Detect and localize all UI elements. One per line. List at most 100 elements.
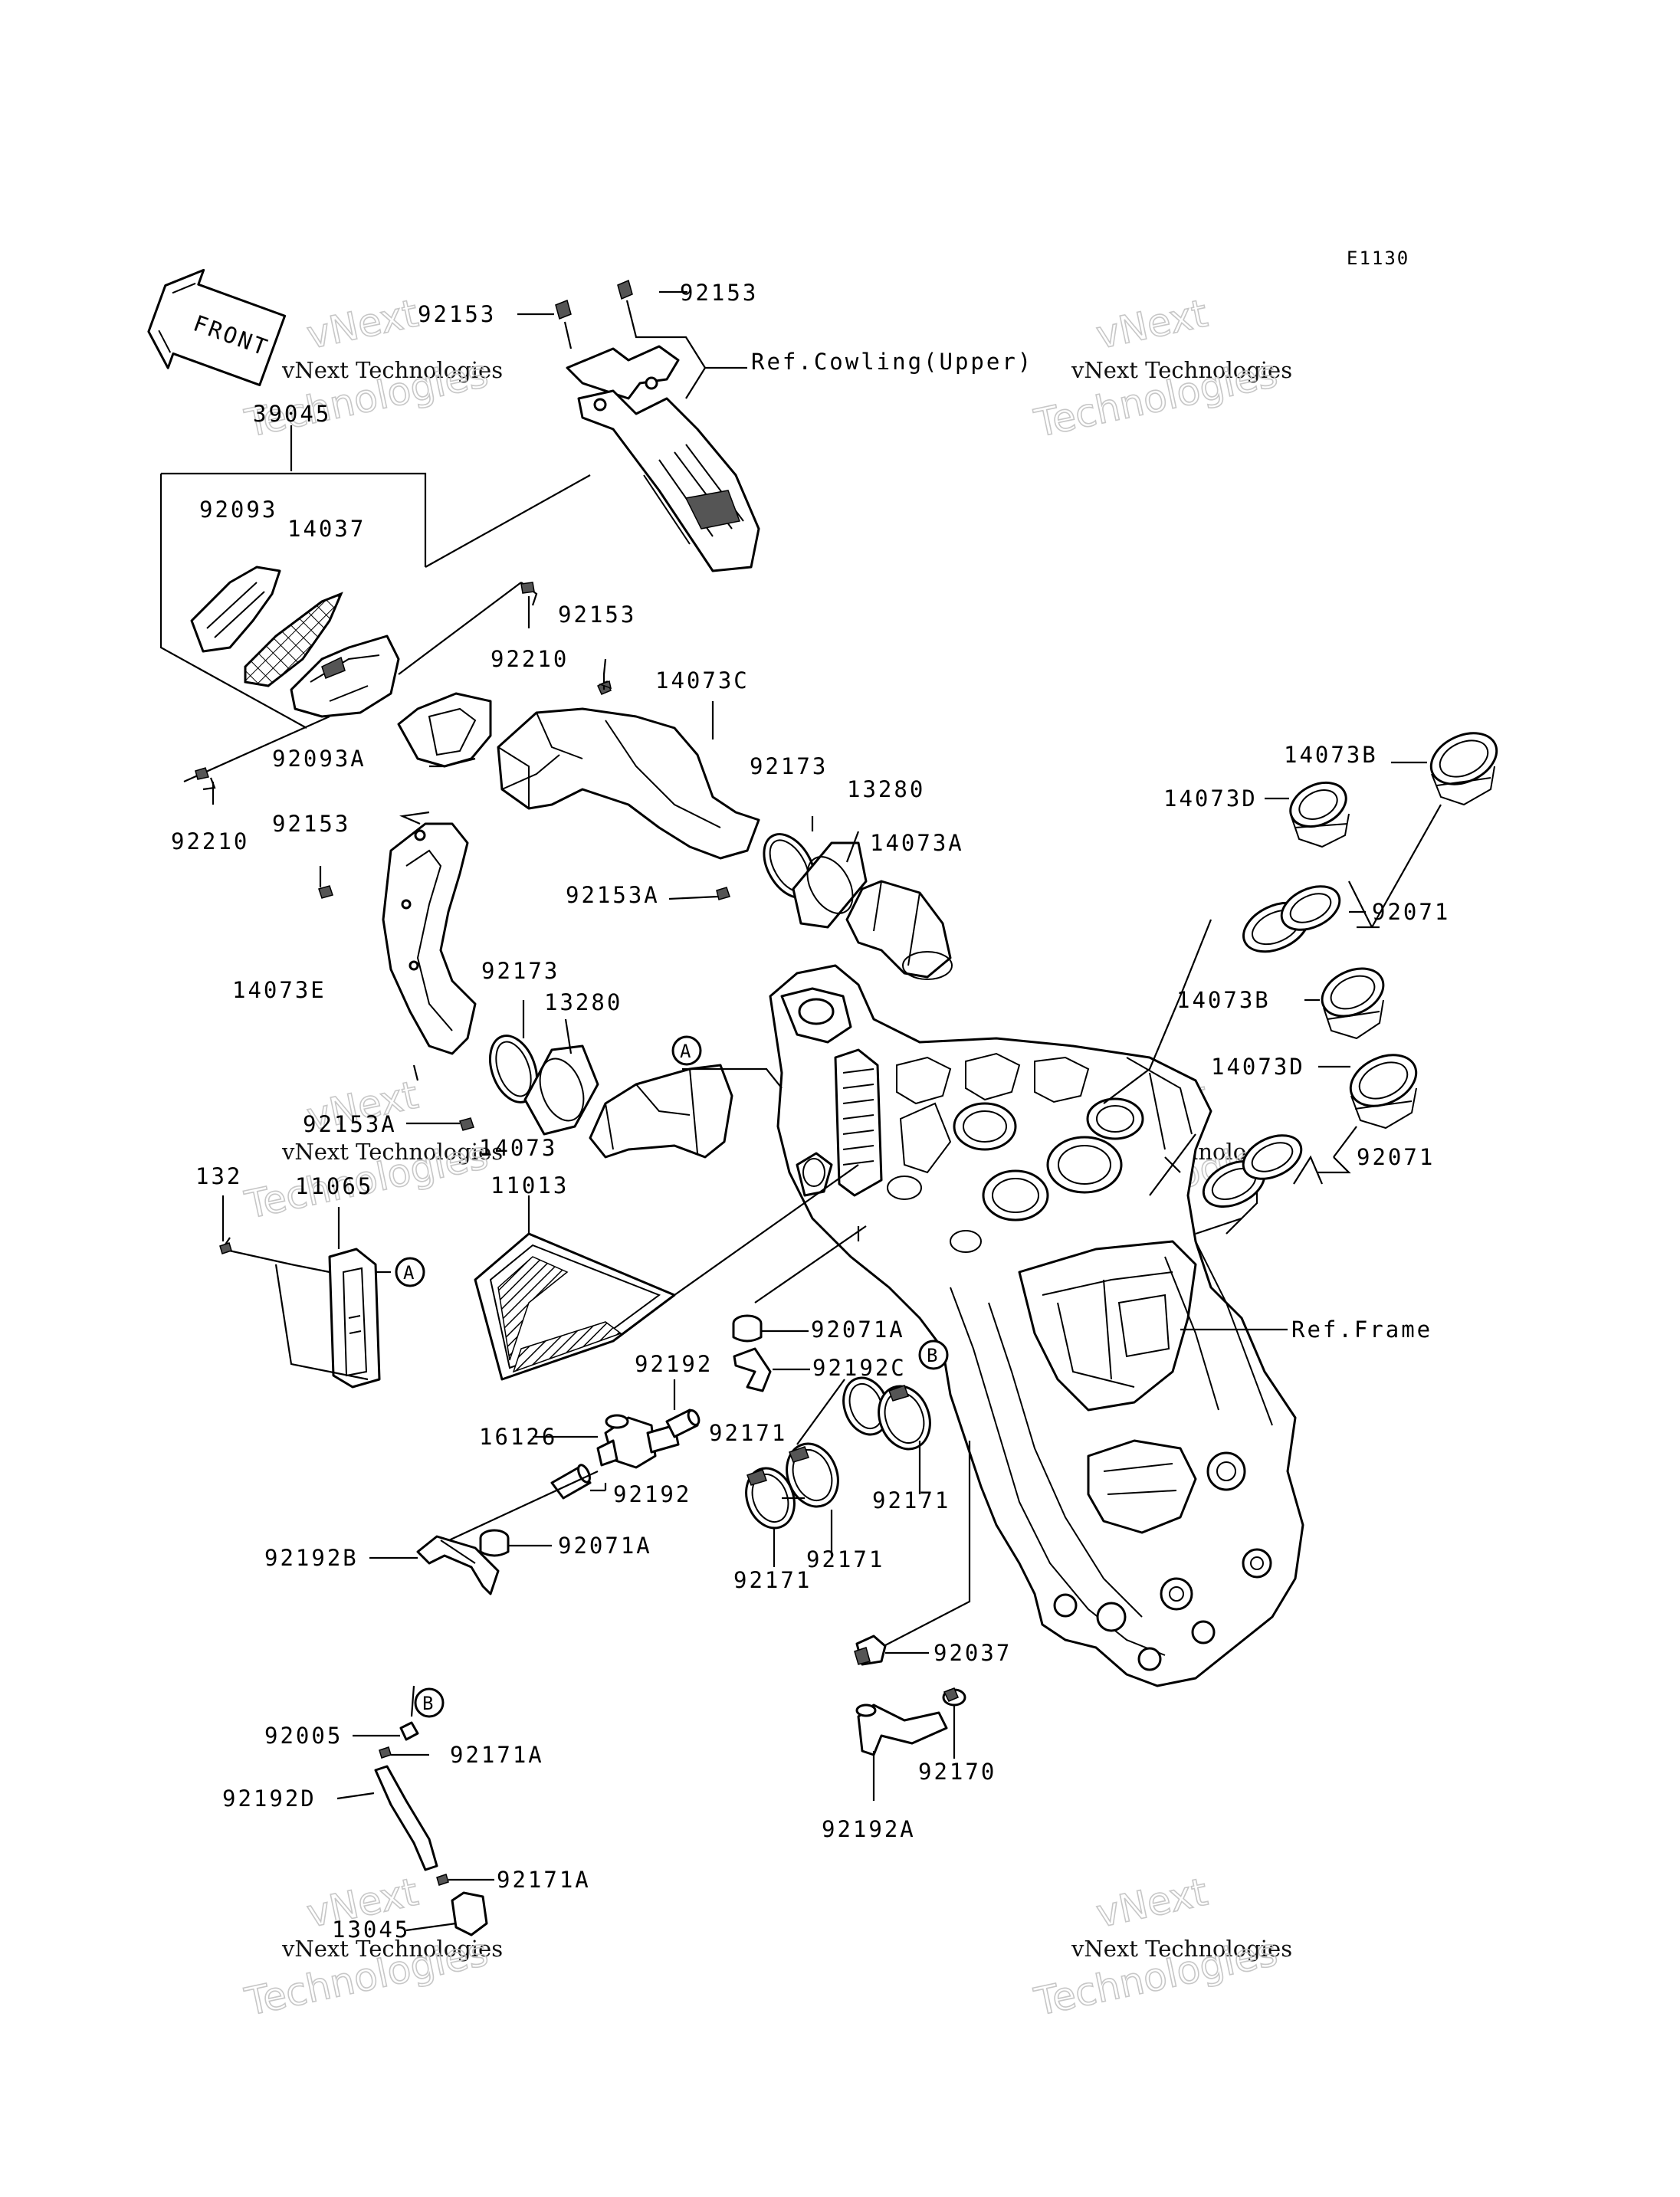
part-number: 92153: [418, 301, 496, 327]
part-number: 92093: [199, 497, 277, 523]
watermark-big-text: vNext: [1092, 291, 1211, 358]
hose-92192D: [374, 1765, 438, 1871]
part-number: 92210: [491, 646, 569, 672]
part-number: 92192B: [264, 1545, 359, 1571]
duct-inlet-front: [290, 635, 400, 718]
watermark-top-right: vNext Technologies vNext Technologies: [1030, 290, 1292, 447]
ref-frame-label: Ref.Frame: [1291, 1317, 1432, 1343]
part-number: 92192A: [822, 1816, 916, 1842]
part-number: 13280: [847, 776, 925, 802]
part-number: 14073C: [655, 667, 750, 694]
hose-92192A: [855, 1703, 948, 1756]
clamp-92171A-lower: [436, 1874, 449, 1886]
seal-92093A: [397, 692, 492, 768]
part-number: 14073D: [1211, 1054, 1305, 1080]
part-number: 92037: [934, 1640, 1012, 1666]
part-number: 92192: [613, 1481, 691, 1507]
part-number: 14073B: [1284, 742, 1378, 768]
part-number: 92153A: [566, 882, 660, 908]
marker-a-label: A: [403, 1262, 415, 1284]
fitting-92037: [854, 1635, 887, 1666]
part-number-labels: 92153 92153 39045 92093 14037 92153 9221…: [171, 280, 1450, 1943]
part-number: 14037: [287, 516, 366, 542]
part-number: 132: [195, 1163, 242, 1189]
frame-main: [769, 964, 1304, 1687]
clip-92170: [942, 1687, 966, 1707]
part-number: 92171: [806, 1546, 884, 1572]
seal-ring-92071-upper: [1242, 885, 1341, 953]
part-number: 13280: [544, 989, 622, 1015]
clamp-92171A-upper: [379, 1746, 392, 1759]
clamp-92171-b: [878, 1385, 931, 1451]
part-number: 14073A: [870, 830, 964, 856]
ref-cowling-upper-label: Ref.Cowling(Upper): [751, 349, 1033, 375]
bolt-icon: [555, 279, 633, 320]
marker-a-label: A: [680, 1041, 692, 1062]
air-filter-11013: [474, 1232, 676, 1381]
funnel-14073D-upper: [1289, 781, 1350, 848]
part-number: 14073B: [1176, 987, 1271, 1013]
part-number: 11013: [491, 1172, 569, 1199]
part-number: 92210: [171, 828, 249, 854]
marker-b-label: B: [927, 1345, 939, 1366]
diagram-code: E1130: [1347, 248, 1409, 269]
part-number: 92170: [918, 1759, 996, 1785]
seal-ring-92071-lower: [1202, 1134, 1303, 1208]
hose-92192C: [733, 1347, 772, 1392]
marker-b-label: B: [422, 1693, 435, 1714]
gasket-13280-lower: [523, 1044, 599, 1136]
part-number: 92071: [1357, 1144, 1435, 1170]
part-number: 92071: [1372, 899, 1450, 925]
watermark-big-text: vNext: [1092, 1870, 1211, 1936]
watermark-big-text: vNext: [303, 291, 422, 358]
plate-11065: [328, 1248, 381, 1389]
watermark-small-text: vNext Technologies: [281, 1139, 503, 1165]
watermark-mid-left: vNext Technologies vNext Technologies: [241, 1072, 503, 1228]
hose-piece-92192-lower: [550, 1464, 592, 1500]
part-number: 14073E: [232, 977, 326, 1003]
funnel-14073D-lower: [1349, 1054, 1418, 1130]
cowling-bracket: [566, 345, 760, 572]
duct-14073C: [497, 707, 760, 860]
grommet-92071A-upper: [732, 1314, 763, 1343]
part-number: 16126: [479, 1424, 557, 1450]
watermark-bottom-right: vNext Technologies vNext Technologies: [1030, 1869, 1292, 2025]
fitting-92005: [399, 1721, 419, 1741]
marker-b-upper: B: [918, 1340, 949, 1370]
part-number: 92171: [733, 1567, 812, 1593]
clamp-92171-c: [786, 1442, 839, 1508]
part-number: 92153: [272, 811, 350, 837]
hose-piece-92192-upper: [665, 1408, 701, 1438]
part-number: 92192C: [812, 1355, 907, 1381]
part-number: 11065: [295, 1173, 373, 1199]
clamp-92171-d: [745, 1467, 796, 1530]
cap-13045: [451, 1891, 488, 1936]
part-number: 92192D: [222, 1785, 317, 1812]
part-number: 92153: [558, 602, 636, 628]
part-number: 14073D: [1163, 785, 1258, 812]
part-number: 92071A: [811, 1317, 905, 1343]
part-number: 13045: [332, 1917, 410, 1943]
duct-14073: [589, 1064, 733, 1159]
part-number: 92171A: [497, 1867, 591, 1893]
duct-elbow-14073A: [845, 880, 953, 980]
marker-a-lower: A: [395, 1257, 425, 1287]
watermark-small-text: vNext Technologies: [1071, 357, 1292, 383]
part-number: 92171A: [450, 1742, 544, 1768]
valve-16126: [596, 1414, 680, 1469]
funnel-14073B-upper: [1429, 732, 1498, 806]
part-number: 92192: [635, 1351, 713, 1377]
part-number: 92153A: [303, 1111, 397, 1137]
front-arrow-icon: FRONT: [147, 268, 287, 386]
duct-cover-92093: [190, 566, 281, 653]
part-number: 92005: [264, 1723, 343, 1749]
part-number: 14073: [479, 1135, 557, 1161]
watermark-small-text: vNext Technologies: [1071, 1936, 1292, 1962]
screen-mesh-14037: [244, 592, 343, 687]
part-number: 92171: [709, 1420, 787, 1446]
marker-b-lower: B: [414, 1687, 445, 1718]
part-number: 39045: [253, 401, 331, 427]
watermark-small-text: vNext Technologies: [281, 1936, 503, 1962]
grommet-92071A-lower: [479, 1529, 510, 1557]
